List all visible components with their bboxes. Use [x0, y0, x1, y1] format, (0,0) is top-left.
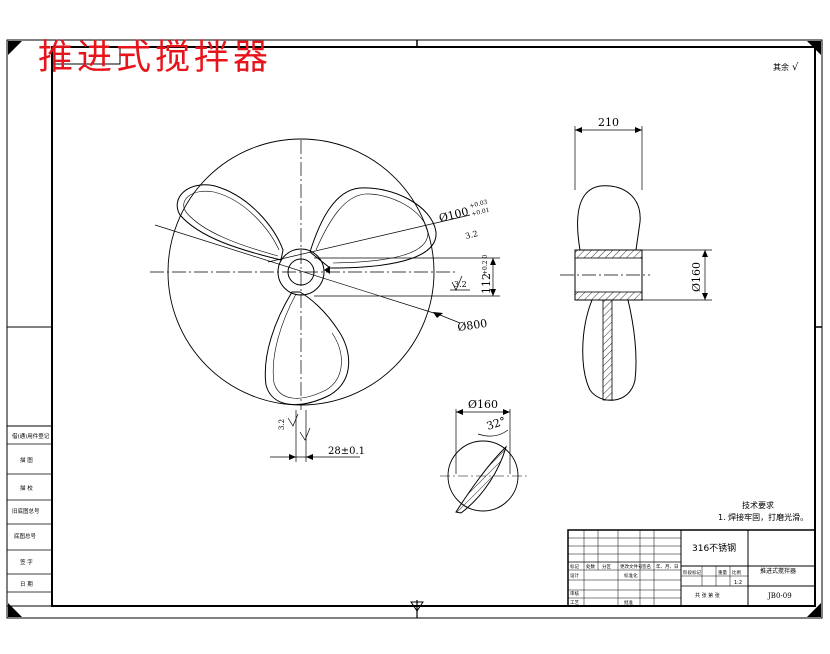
- corner-marker: [8, 603, 22, 617]
- side-view: [560, 126, 712, 401]
- left-label-1: 旧底图总号: [12, 507, 40, 515]
- dim-bore: Ø100: [438, 205, 470, 225]
- tb-label-8: 共 张 第 张: [695, 592, 720, 599]
- dim-outer-diameter: Ø800: [457, 317, 489, 334]
- tb-part-name: 推进式搅拌器: [760, 567, 796, 575]
- roughness-key-bottom: 3.2: [278, 419, 286, 430]
- dim-hub-diameter: Ø160: [690, 262, 703, 292]
- tb-label-7: 比例: [732, 569, 741, 576]
- tb-label-5: 阶段标记: [683, 569, 701, 576]
- dim-bore-tol-upper: +0.03: [469, 199, 489, 210]
- side-lower-blade: [582, 299, 637, 401]
- front-view: [150, 138, 500, 462]
- corner-marker: [8, 41, 22, 55]
- section-view: [440, 409, 528, 514]
- hub-outer: [277, 248, 325, 296]
- blade-upper-right: [309, 187, 437, 269]
- roughness-symbol: √: [792, 62, 799, 73]
- hub-bore: [287, 258, 315, 286]
- tb-header-5: 年、月、日: [656, 563, 679, 570]
- tb-header-2: 分区: [602, 563, 611, 570]
- dim-hub-width: 210: [598, 116, 619, 129]
- tb-header-0: 标记: [570, 563, 579, 570]
- blade-bottom: [264, 291, 350, 406]
- left-strip: [6, 425, 53, 607]
- dim-keyway-tol: +0.2 0: [482, 255, 489, 275]
- title-block: [567, 529, 816, 607]
- roughness-note: 其余: [773, 62, 789, 72]
- tb-header-3: 更改文件号: [620, 563, 643, 570]
- side-upper-blade: [577, 185, 641, 251]
- left-label-2: 签 字: [20, 558, 33, 566]
- left-label-0: 借(通)用件登记: [12, 432, 50, 440]
- tb-label-0: 设计: [570, 572, 579, 579]
- left-label-4: 描 图: [20, 456, 33, 464]
- corner-marker: [807, 41, 821, 55]
- tb-header-1: 处数: [586, 563, 595, 570]
- dim-bore-tol-lower: +0.01: [471, 207, 491, 218]
- tb-material: 316不锈钢: [692, 542, 736, 554]
- tech-req-title: 技术要求: [742, 500, 774, 510]
- dim-key-width: 28±0.1: [328, 446, 365, 457]
- dim-keyway: 112: [480, 273, 493, 294]
- corner-marker: [807, 603, 821, 617]
- blade-left: [176, 184, 284, 261]
- tb-label-6: 重量: [718, 569, 727, 576]
- tb-drawing-no: JB0-09: [767, 592, 792, 600]
- left-label-6: 底图总号: [14, 532, 37, 540]
- drawing-title-stamp: 推进式搅拌器: [38, 38, 273, 78]
- left-label-3: 日 期: [20, 581, 33, 588]
- tb-scale: 1:2: [734, 580, 742, 586]
- inner-border: [51, 46, 816, 607]
- tb-label-2: 审核: [570, 590, 579, 597]
- outer-border: [6, 39, 823, 619]
- tech-req-line1: 1. 焊接牢固，打磨光滑。: [718, 512, 808, 522]
- tb-label-1: 标准化: [624, 572, 638, 579]
- roughness-key: 3.2: [454, 280, 467, 289]
- left-label-5: 描 校: [20, 484, 33, 492]
- dim-section-angle: 32°: [485, 414, 508, 432]
- tb-header-4: 签名: [642, 563, 651, 570]
- roughness-bore: 3.2: [464, 229, 479, 241]
- tb-label-4: 批准: [624, 599, 633, 606]
- tb-label-3: 工艺: [570, 600, 579, 606]
- dim-section-diameter: Ø160: [468, 398, 498, 411]
